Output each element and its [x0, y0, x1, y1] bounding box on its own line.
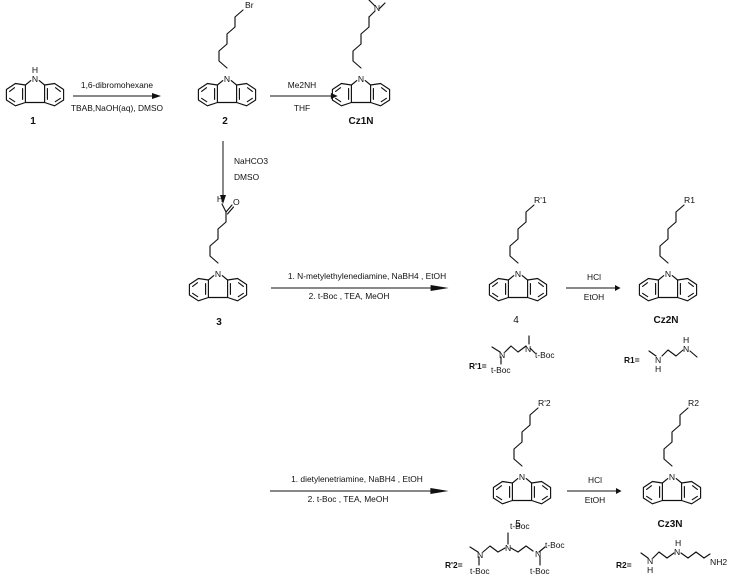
compound-cz1n: N N: [331, 0, 391, 107]
step5-solvent: EtOH: [584, 292, 604, 302]
t-boc-label: t-Boc: [491, 365, 511, 375]
t-boc-label: t-Boc: [535, 350, 555, 360]
nitrogen-label: N: [515, 269, 521, 279]
compound-3-label: 3: [216, 317, 222, 328]
aldehyde-hydrogen-label: H: [217, 194, 223, 204]
step1-conditions: TBAB,NaOH(aq), DMSO: [71, 103, 164, 113]
step1-reagent: 1,6-dibromohexane: [81, 80, 154, 90]
nitrogen-label: N: [674, 547, 680, 557]
nitrogen-label: N: [499, 350, 505, 360]
r1-structure: N H N H: [648, 335, 698, 374]
hydrogen-label: H: [647, 565, 653, 575]
nitrogen-label: N: [665, 269, 671, 279]
bromine-label: Br: [245, 0, 254, 10]
hydrogen-label: H: [675, 538, 681, 548]
compound-2: N Br: [197, 0, 257, 107]
step5-reagent: HCl: [587, 272, 601, 282]
reaction-arrow-3: [220, 141, 226, 204]
nitrogen-label: N: [215, 269, 221, 279]
step6-conditions-2: 2. t-Boc , TEA, MeOH: [308, 494, 389, 504]
nitrogen-label: N: [519, 472, 525, 482]
nitrogen-label: N: [32, 74, 38, 84]
step7-reagent: HCl: [588, 475, 602, 485]
r1-label: R1: [684, 195, 695, 205]
step2-reagent: Me2NH: [288, 80, 316, 90]
t-boc-label: t-Boc: [510, 521, 530, 531]
compound-4: N R'1: [488, 195, 548, 302]
r2-structure: N H N H NH2: [640, 538, 727, 575]
r-prime-2-definition-label: R'2=: [445, 560, 463, 570]
nitrogen-label: N: [647, 556, 653, 566]
amine-nitrogen-label: N: [374, 3, 380, 13]
r-prime-2-label: R'2: [538, 398, 551, 408]
compound-cz1n-label: Cz1N: [348, 116, 373, 127]
reaction-arrow-2: [269, 92, 339, 100]
nitrogen-label: N: [358, 74, 364, 84]
reaction-arrow-1: [72, 92, 162, 100]
compound-cz2n: N R1: [638, 195, 698, 302]
compound-2-label: 2: [222, 116, 228, 127]
compound-3: N O H: [188, 194, 248, 302]
compound-cz3n-label: Cz3N: [657, 519, 682, 530]
amine-nh2-label: NH2: [710, 557, 727, 567]
hydrogen-label: H: [32, 65, 38, 75]
compound-1-label: 1: [30, 116, 36, 127]
reaction-arrow-5: [565, 284, 622, 292]
r-prime-1-label: R'1: [534, 195, 547, 205]
nitrogen-label: N: [505, 543, 511, 553]
compound-5: N R'2: [492, 398, 552, 505]
nitrogen-label: N: [683, 344, 689, 354]
t-boc-label: t-Boc: [470, 566, 490, 576]
r2-label: R2: [688, 398, 699, 408]
r-prime-2-structure: N N N t-Boc t-Boc t-Boc t-Boc: [469, 521, 565, 576]
r2-definition-label: R2=: [616, 560, 632, 570]
reaction-arrow-7: [566, 487, 623, 495]
nitrogen-label: N: [224, 74, 230, 84]
step4-conditions-2: 2. t-Boc , TEA, MeOH: [309, 291, 390, 301]
nitrogen-label: N: [669, 472, 675, 482]
step2-solvent: THF: [294, 103, 310, 113]
compound-cz2n-label: Cz2N: [653, 315, 678, 326]
compound-5-label: 5: [515, 519, 521, 530]
r-prime-1-structure: N N t-Boc t-Boc: [491, 335, 555, 375]
oxygen-label: O: [233, 197, 240, 207]
r1-definition-label: R1=: [624, 355, 640, 365]
nitrogen-label: N: [477, 550, 483, 560]
step4-conditions-1: 1. N-metylethylenediamine, NaBH4 , EtOH: [288, 271, 446, 281]
t-boc-label: t-Boc: [530, 566, 550, 576]
r-prime-1-definition-label: R'1=: [469, 361, 487, 371]
t-boc-label: t-Boc: [545, 540, 565, 550]
step7-solvent: EtOH: [585, 495, 605, 505]
step3-solvent: DMSO: [234, 172, 260, 182]
nitrogen-label: N: [655, 355, 661, 365]
compound-4-label: 4: [513, 315, 519, 326]
hydrogen-label: H: [655, 364, 661, 374]
nitrogen-label: N: [525, 344, 531, 354]
compound-cz3n: N R2: [642, 398, 702, 505]
step6-conditions-1: 1. dietylenetriamine, NaBH4 , EtOH: [291, 474, 423, 484]
nitrogen-label: N: [535, 549, 541, 559]
compound-1: N H: [5, 65, 65, 107]
hydrogen-label: H: [683, 335, 689, 345]
step3-reagent: NaHCO3: [234, 156, 268, 166]
